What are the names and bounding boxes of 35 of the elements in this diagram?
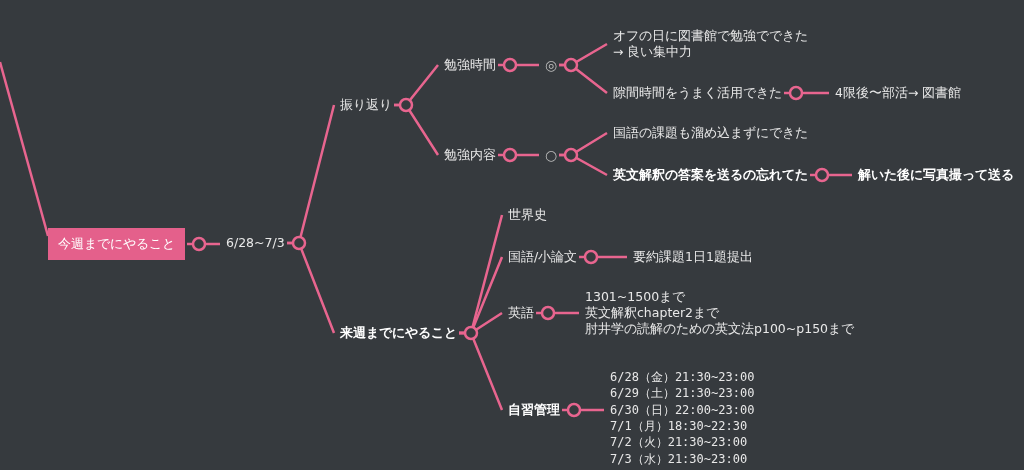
branch-line <box>562 408 604 412</box>
branch-line <box>0 61 50 237</box>
topic-text: 英文解釈の答案を送るの忘れてた <box>613 167 808 184</box>
topic-text: 勉強内容 <box>444 147 496 164</box>
branch-line <box>810 173 852 177</box>
branch-line <box>187 242 220 246</box>
branch-line <box>287 241 336 334</box>
topic-text: 隙間時間をうまく活用できた <box>613 85 782 102</box>
topic-text: 6/28（金）21:30~23:00 6/29（土）21:30~23:00 6/30（日）22:00~23:00 7/1（月）18:30~22:30 7/2（火）21:30~23:00 7/3（水）21:30~23:00 <box>610 369 755 467</box>
rating-symbol: ○ <box>545 146 558 165</box>
rating-symbol: ◎ <box>545 56 558 75</box>
branch-line <box>784 91 829 95</box>
topic-text: 6/28~7/3 <box>226 235 285 252</box>
topic-text: 世界史 <box>508 207 547 224</box>
branch-line <box>498 153 539 157</box>
topic-text: 国語の課題も溜め込まずにできた <box>613 125 808 142</box>
topic-text: 振り返り <box>340 97 392 114</box>
topic-text: 4限後〜部活→ 図書館 <box>835 85 962 102</box>
root-topic-box: 今週までにやること <box>48 227 185 261</box>
branch-line <box>559 63 608 94</box>
topic-text: 英語 <box>508 305 534 322</box>
topic-text: 国語/小論文 <box>508 249 578 266</box>
branch-line <box>394 103 440 156</box>
topic-text: 勉強時間 <box>444 57 496 74</box>
topic-text: オフの日に図書館で勉強でできた → 良い集中力 <box>613 27 808 60</box>
topic-text: 自習管理 <box>508 402 560 419</box>
branch-line <box>536 311 579 315</box>
topic-text: 1301~1500まで 英文解釈chapter2まで 肘井学の読解のための英文法p100~p150まで <box>585 288 855 338</box>
branch-line <box>459 331 504 411</box>
branch-line <box>498 63 539 67</box>
branch-line <box>559 153 608 177</box>
topic-text: 要約課題1日1題提出 <box>633 249 753 266</box>
branch-line <box>579 255 627 259</box>
topic-text: 解いた後に写真撮って送る <box>858 167 1014 184</box>
topic-text: 来週までにやること <box>340 325 457 342</box>
